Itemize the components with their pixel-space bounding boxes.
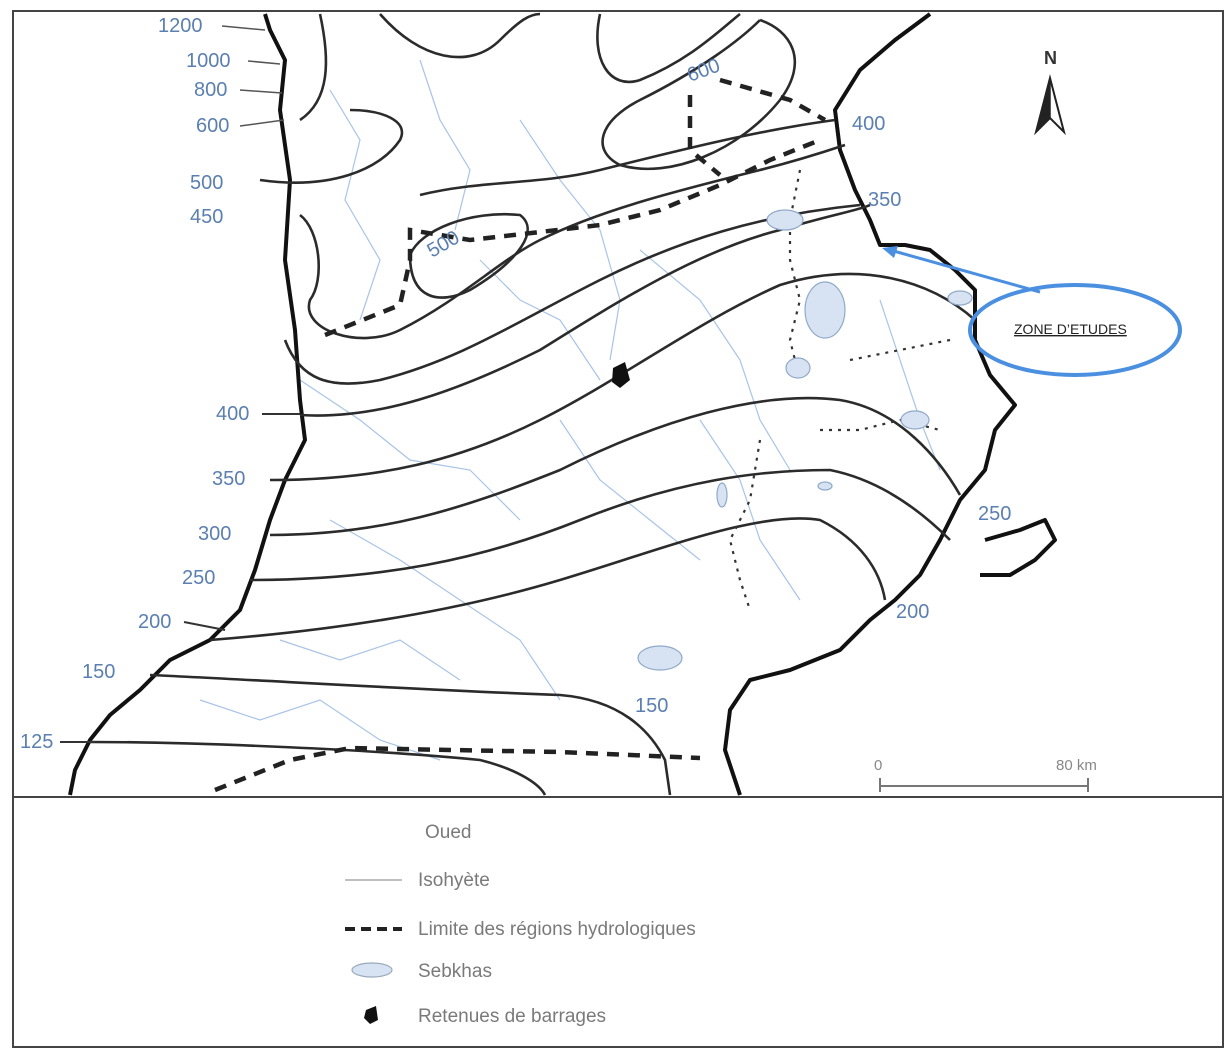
legend-label-sebkha: Sebkhas [418,961,492,982]
callout-ellipse [968,283,1182,377]
sebkha-hatch-symbol [351,962,393,978]
isohyet-labels-right: 400 350 250 200 [852,113,1011,623]
isohyet-label: 450 [190,206,223,228]
reservoir-mark [612,362,630,388]
sebkhas [637,209,973,671]
isohyet-label: 125 [20,731,53,753]
coastline [68,12,1057,796]
legend-item-oued: Oued [425,822,471,843]
isohyet-label: 200 [896,601,929,623]
legend: Oued Isohyète Limite des régions hydrolo… [345,822,696,1027]
isohyet-label: 350 [212,468,245,490]
isohyet-label: 1000 [186,50,231,72]
callout-arrow [889,248,1041,294]
isohyet-label: 350 [868,189,901,211]
isohyets [89,12,976,796]
isohyet-label: 400 [852,113,885,135]
isohyet-label: 500 [190,172,223,194]
isohyet-labels-inner: 600 500 150 [424,55,724,717]
legend-label-boundary: Limite des régions hydrologiques [418,919,696,940]
scale-bar: 0 80 km [874,757,1097,792]
isohyet-label: 250 [978,503,1011,525]
north-label: N [1044,48,1057,68]
isohyet-label: 200 [138,611,171,633]
isohyet-label: 250 [182,567,215,589]
isohyet-label: 300 [198,523,231,545]
north-arrow: N [1034,48,1066,136]
reservoir-symbol [364,1006,378,1024]
legend-item-sebkha: Sebkhas [351,961,492,982]
isohyet-labels-left: 1200 1000 800 600 500 450 400 350 300 25… [20,15,300,753]
legend-item-reservoir: Retenues de barrages [364,1006,606,1027]
hydrological-boundaries [214,77,827,793]
isohyet-label: 800 [194,79,227,101]
callout-label: ZONE D’ETUDES [1014,321,1127,337]
legend-label-oued: Oued [425,822,471,843]
scale-start-label: 0 [874,757,882,774]
isohyet-label: 150 [82,661,115,683]
isohyet-label: 600 [196,115,229,137]
isohyet-label: 1200 [158,15,203,37]
isohyet-label: 400 [216,403,249,425]
oued-network [199,59,941,761]
study-zone-callout: ZONE D’ETUDES [882,246,1182,377]
legend-item-isohyet: Isohyète [345,870,490,891]
scale-end-label: 80 km [1056,757,1097,774]
isohyet-label: 150 [635,695,668,717]
legend-label-isohyet: Isohyète [418,870,490,891]
legend-label-reservoir: Retenues de barrages [418,1006,606,1027]
legend-item-boundary: Limite des régions hydrologiques [345,919,696,940]
isohyet-label: 600 [684,55,723,87]
